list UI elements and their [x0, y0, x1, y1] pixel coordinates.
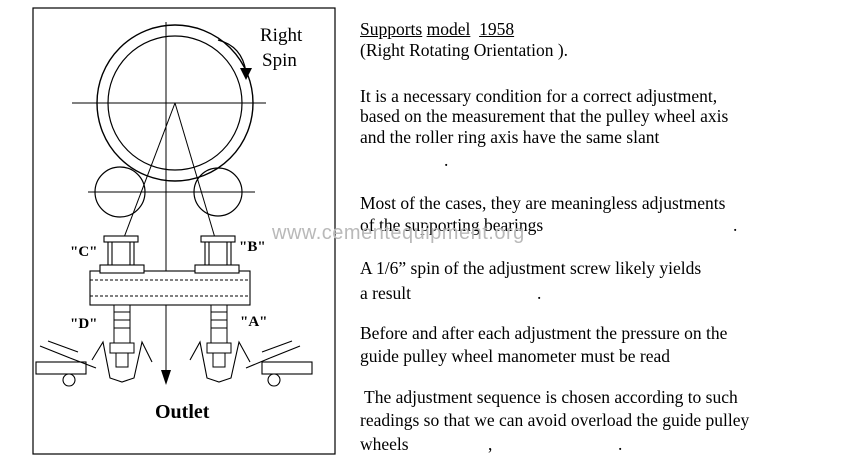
para5-line1: The adjustment sequence is chosen accord…: [360, 387, 738, 407]
label-b: "B": [239, 239, 266, 255]
para5-line3: wheels: [360, 434, 409, 454]
spin-label-line1: Right: [260, 25, 303, 46]
para1-line3: and the roller ring axis have the same s…: [360, 127, 660, 147]
spin-arrow-icon: [240, 68, 252, 80]
spin-label-line2: Spin: [262, 50, 297, 71]
para1-line2: based on the measurement that the pulley…: [360, 106, 729, 126]
para3-line2-end: .: [537, 283, 542, 303]
para2-line1: Most of the cases, they are meaningless …: [360, 193, 726, 213]
label-c: "C": [70, 244, 98, 260]
left-adjustment-clamp: [35, 340, 153, 383]
right-adjustment-clamp: [189, 340, 313, 383]
para2-line2-end: .: [733, 215, 738, 235]
watermark: www.cementequipment.org: [272, 222, 525, 244]
para3-line1: A 1/6” spin of the adjustment screw like…: [360, 258, 702, 278]
outlet-label: Outlet: [155, 401, 210, 423]
outlet-arrow-icon: [161, 370, 171, 385]
roller-support-diagram: Right Spin "C" "B" "D" "A" Outlet: [32, 7, 336, 455]
right-slant-line: [174, 102, 219, 249]
base-frame: [89, 264, 251, 306]
para5-line2: readings so that we can avoid overload t…: [360, 410, 750, 430]
diagram-frame: [32, 7, 336, 455]
left-slant-line: [119, 102, 176, 249]
left-lower-screw: [109, 304, 135, 368]
para4-line2: guide pulley wheel manometer must be rea…: [360, 346, 671, 366]
label-d: "D": [70, 316, 98, 332]
para5-line3-end: .: [618, 434, 623, 454]
para5-line3-comma: ,: [488, 434, 493, 454]
para1-line1: It is a necessary condition for a correc…: [360, 86, 718, 106]
heading-supports: Supports: [360, 19, 423, 39]
para4-line1: Before and after each adjustment the pre…: [360, 323, 728, 343]
label-a: "A": [240, 314, 268, 330]
spin-arc: [217, 39, 247, 73]
orientation-text: (Right Rotating Orientation ).: [360, 40, 569, 60]
right-lower-screw: [206, 304, 232, 368]
para2-line2: of the supporting bearings: [360, 215, 544, 235]
para1-line4: .: [444, 150, 449, 170]
right-manometer-icon: [267, 373, 281, 387]
left-manometer-icon: [62, 373, 76, 387]
heading-year: 1958: [479, 19, 515, 39]
heading-line: Supports model 1958: [360, 19, 514, 40]
heading-model: model: [426, 19, 471, 39]
para3-line2: a result: [360, 283, 412, 303]
